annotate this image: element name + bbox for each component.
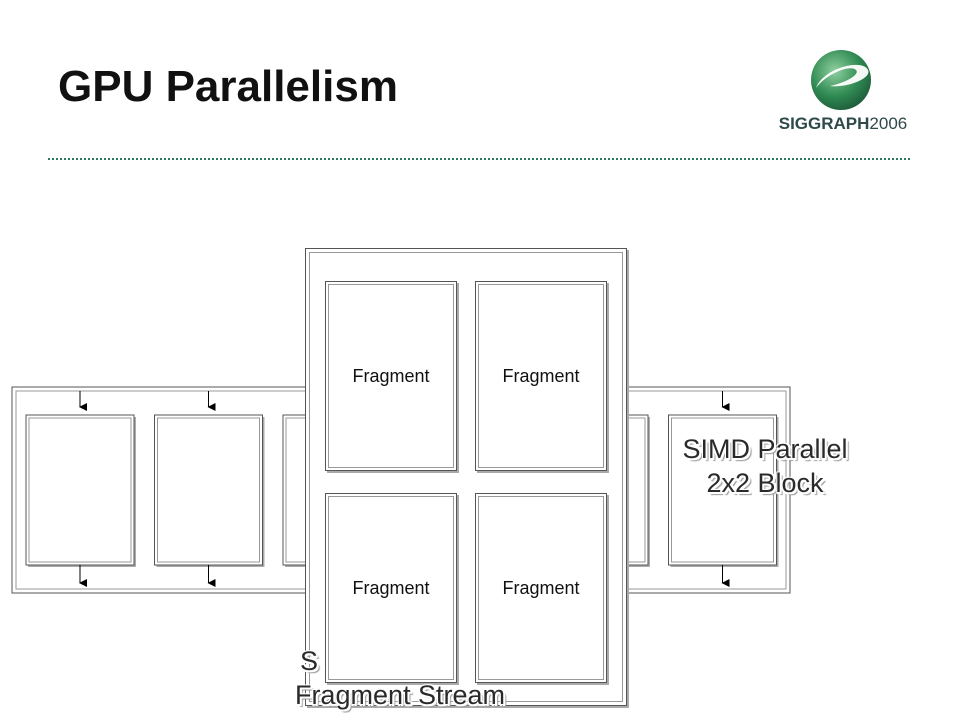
simd-label-line2: 2x2 Block [706,468,824,498]
fragment-box: Fragment [475,493,607,683]
stream-processor-box [25,391,136,587]
fragment-box: Fragment [325,493,457,683]
fragment-box: Fragment [325,281,457,471]
stream-processor-box [154,391,265,587]
simd-label-line1: SIMD Parallel [682,434,848,464]
stream-label-line1: S [300,646,319,676]
logo-wordmark: SIGGRAPH2006 [768,114,918,134]
logo-year: 2006 [869,114,908,133]
fragment-box: Fragment [475,281,607,471]
slide-title: GPU Parallelism [58,62,398,111]
fragment-label: Fragment [502,577,580,598]
logo-brand: SIGGRAPH [778,114,870,133]
fragment-label: Fragment [352,365,430,386]
title-divider [48,158,910,160]
fragment-stream-label: S Fragment Stream [230,644,570,712]
fragment-label: Fragment [502,365,580,386]
siggraph-swirl-icon [811,50,871,110]
simd-parallel-label: SIMD Parallel 2x2 Block [655,432,875,500]
fragment-label: Fragment [352,577,430,598]
stream-processor-box [668,391,779,587]
siggraph-logo: SIGGRAPH2006 [768,48,918,140]
stream-label-line2: Fragment Stream [294,680,506,710]
